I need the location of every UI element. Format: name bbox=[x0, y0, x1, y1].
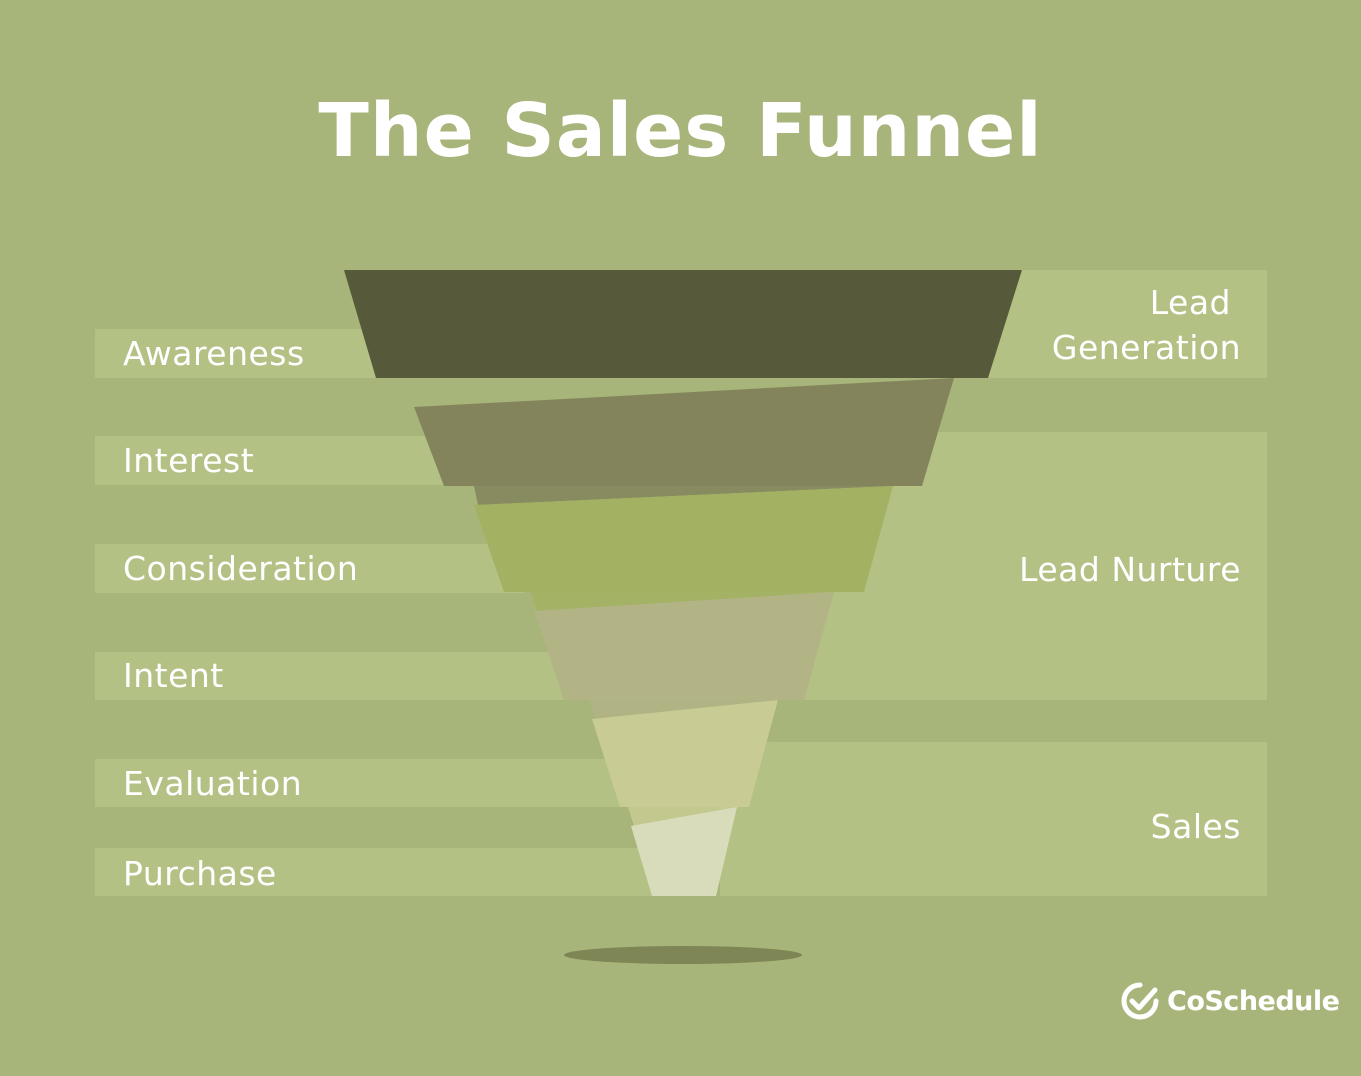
funnel-layer-shadow-evaluation bbox=[589, 700, 778, 719]
funnel-layer-shadow-intent bbox=[531, 592, 834, 611]
stage-band-consideration bbox=[95, 544, 525, 593]
stage-band-intent bbox=[95, 652, 575, 700]
funnel-layer-shadow-purchase bbox=[628, 807, 737, 826]
stage-label-purchase: Purchase bbox=[123, 854, 277, 893]
phase-label-lead-generation-line-2: Generation bbox=[1051, 328, 1241, 367]
stage-band-purchase bbox=[95, 848, 665, 896]
checkmark-circle-icon bbox=[1121, 982, 1159, 1020]
stage-label-interest: Interest bbox=[123, 441, 255, 480]
brand-name: CoSchedule bbox=[1167, 985, 1340, 1017]
phase-label-sales: Sales bbox=[1150, 807, 1241, 846]
phase-label-lead-generation: Lead Generation bbox=[1052, 280, 1241, 370]
stage-label-intent: Intent bbox=[123, 656, 224, 695]
page-title: The Sales Funnel bbox=[318, 88, 1043, 174]
stage-band-evaluation bbox=[95, 759, 635, 807]
phase-band-lead-generation bbox=[980, 270, 1267, 378]
phase-label-lead-nurture: Lead Nurture bbox=[1019, 550, 1241, 589]
stage-band-awareness bbox=[95, 329, 395, 378]
stage-label-awareness: Awareness bbox=[123, 334, 305, 373]
phase-band-sales bbox=[720, 742, 1267, 896]
brand-logo: CoSchedule bbox=[1121, 982, 1340, 1020]
stage-band-interest bbox=[95, 436, 465, 485]
funnel-layer-consideration bbox=[474, 486, 893, 592]
stage-label-evaluation: Evaluation bbox=[123, 764, 303, 803]
stage-label-consideration: Consideration bbox=[123, 549, 359, 588]
phase-label-lead-generation-line-1: Lead bbox=[1149, 283, 1231, 322]
funnel-layer-purchase bbox=[631, 807, 737, 896]
funnel-shadow bbox=[564, 946, 802, 964]
funnel-layer-interest bbox=[414, 378, 954, 486]
funnel-layer-evaluation bbox=[592, 700, 778, 807]
funnel-layer-awareness bbox=[344, 270, 1022, 378]
funnel-layer-intent bbox=[534, 592, 834, 700]
